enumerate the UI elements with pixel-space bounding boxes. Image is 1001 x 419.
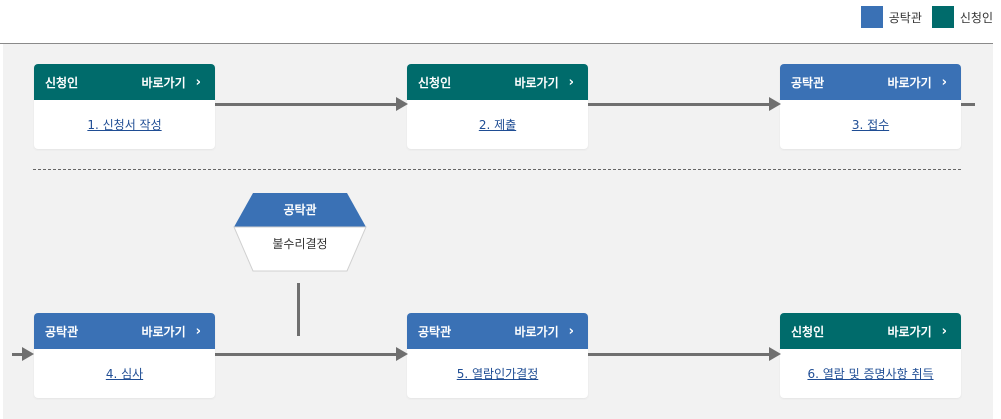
step-6-actor: 신청인 — [791, 324, 825, 339]
step-card-2: 신청인 바로가기 › 2. 제출 — [407, 64, 588, 149]
step-1-go-label: 바로가기 — [141, 75, 186, 90]
branch-connector — [297, 283, 300, 336]
step-2-actor: 신청인 — [418, 75, 452, 90]
step-2-go-link[interactable]: 바로가기 › — [514, 74, 574, 91]
chevron-right-icon: › — [568, 74, 574, 90]
step-2-link[interactable]: 2. 제출 — [478, 118, 517, 132]
step-3-actor: 공탁관 — [791, 75, 825, 90]
chevron-right-icon: › — [941, 74, 947, 90]
step-1-actor: 신청인 — [45, 75, 79, 90]
step-1-go-link[interactable]: 바로가기 › — [141, 74, 201, 91]
step-5-header[interactable]: 공탁관 바로가기 › — [407, 313, 588, 349]
step-card-6: 신청인 바로가기 › 6. 열람 및 증명사항 취득 — [780, 313, 961, 398]
step-card-1: 신청인 바로가기 › 1. 신청서 작성 — [34, 64, 215, 149]
step-2-go-label: 바로가기 — [514, 75, 559, 90]
arrow-step3-continue — [961, 103, 975, 106]
step-4-actor: 공탁관 — [45, 324, 79, 339]
step-5-actor: 공탁관 — [418, 324, 452, 339]
legend: 공탁관 신청인 — [857, 6, 993, 28]
branch-node: 공탁관 불수리결정 — [233, 193, 367, 272]
arrow-step1-to-step2 — [215, 97, 408, 111]
step-4-link[interactable]: 4. 심사 — [105, 367, 144, 381]
legend-swatch-applicant — [931, 6, 954, 28]
step-3-go-link[interactable]: 바로가기 › — [887, 74, 947, 91]
step-4-go-link[interactable]: 바로가기 › — [141, 323, 201, 340]
legend-item-applicant: 신청인 — [931, 6, 993, 28]
legend-label-official: 공탁관 — [888, 10, 922, 25]
step-5-link[interactable]: 5. 열람인가결정 — [456, 367, 539, 381]
chevron-right-icon: › — [195, 74, 201, 90]
step-card-3: 공탁관 바로가기 › 3. 접수 — [780, 64, 961, 149]
chevron-right-icon: › — [941, 323, 947, 339]
step-3-go-label: 바로가기 — [887, 75, 932, 90]
step-3-header[interactable]: 공탁관 바로가기 › — [780, 64, 961, 100]
step-5-go-label: 바로가기 — [514, 324, 559, 339]
step-card-4: 공탁관 바로가기 › 4. 심사 — [34, 313, 215, 398]
step-4-go-label: 바로가기 — [141, 324, 186, 339]
arrow-step2-to-step3 — [588, 97, 781, 111]
legend-label-applicant: 신청인 — [959, 10, 993, 25]
step-5-go-link[interactable]: 바로가기 › — [514, 323, 574, 340]
chevron-right-icon: › — [195, 323, 201, 339]
step-4-header[interactable]: 공탁관 바로가기 › — [34, 313, 215, 349]
step-6-go-label: 바로가기 — [887, 324, 932, 339]
chevron-right-icon: › — [568, 323, 574, 339]
step-2-header[interactable]: 신청인 바로가기 › — [407, 64, 588, 100]
step-1-header[interactable]: 신청인 바로가기 › — [34, 64, 215, 100]
step-card-5: 공탁관 바로가기 › 5. 열람인가결정 — [407, 313, 588, 398]
legend-swatch-official — [860, 6, 883, 28]
step-1-link[interactable]: 1. 신청서 작성 — [87, 118, 162, 132]
arrow-into-step4 — [12, 347, 34, 361]
header-divider — [0, 43, 993, 44]
step-6-go-link[interactable]: 바로가기 › — [887, 323, 947, 340]
step-6-link[interactable]: 6. 열람 및 증명사항 취득 — [807, 367, 934, 381]
legend-item-official: 공탁관 — [860, 6, 922, 28]
step-3-link[interactable]: 3. 접수 — [851, 118, 890, 132]
step-6-header[interactable]: 신청인 바로가기 › — [780, 313, 961, 349]
row-separator — [33, 169, 961, 170]
branch-actor: 공탁관 — [283, 202, 316, 217]
branch-label: 불수리결정 — [272, 237, 327, 251]
arrow-step4-to-step5 — [215, 347, 408, 361]
arrow-step5-to-step6 — [588, 347, 781, 361]
